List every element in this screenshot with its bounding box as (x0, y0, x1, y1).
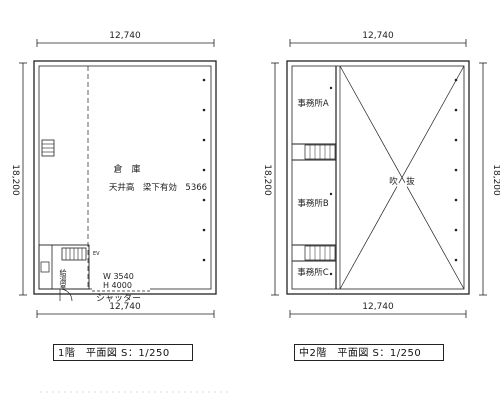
floor1-dim-bottom: 12,740 (109, 302, 141, 312)
office-b-label: 事務所B (297, 198, 329, 209)
void-label: 吹 抜 (389, 176, 415, 187)
floor1-dim-left: 18,200 (10, 164, 20, 196)
shutter-height-label: H 4000 (103, 281, 132, 290)
floor1-plan (19, 39, 217, 318)
floor1-caption: 1階 平面図 S：1/250 (53, 344, 193, 361)
office-a-label: 事務所A (297, 98, 329, 109)
floor2-dim-right: 18,200 (491, 164, 500, 196)
warehouse-label: 倉 庫 (113, 163, 140, 175)
floor1-dim-top: 12,740 (109, 31, 141, 41)
office-c-label: 事務所C (297, 267, 329, 278)
ev-label: EV (93, 251, 100, 257)
shutter-width-label: W 3540 (103, 272, 134, 281)
floor2-dim-bottom: 12,740 (362, 302, 394, 312)
utility-room-label: 給湯室 (59, 268, 67, 290)
floor2-dim-top: 12,740 (362, 31, 394, 41)
shutter-label: シャッター (96, 293, 141, 304)
floor2-dim-left: 18,200 (262, 164, 272, 196)
ceiling-height-label: 天井高 梁下有効 5366 (109, 182, 207, 193)
floor2-plan (271, 39, 487, 318)
floor2-caption: 中2階 平面図 S：1/250 (294, 344, 444, 361)
